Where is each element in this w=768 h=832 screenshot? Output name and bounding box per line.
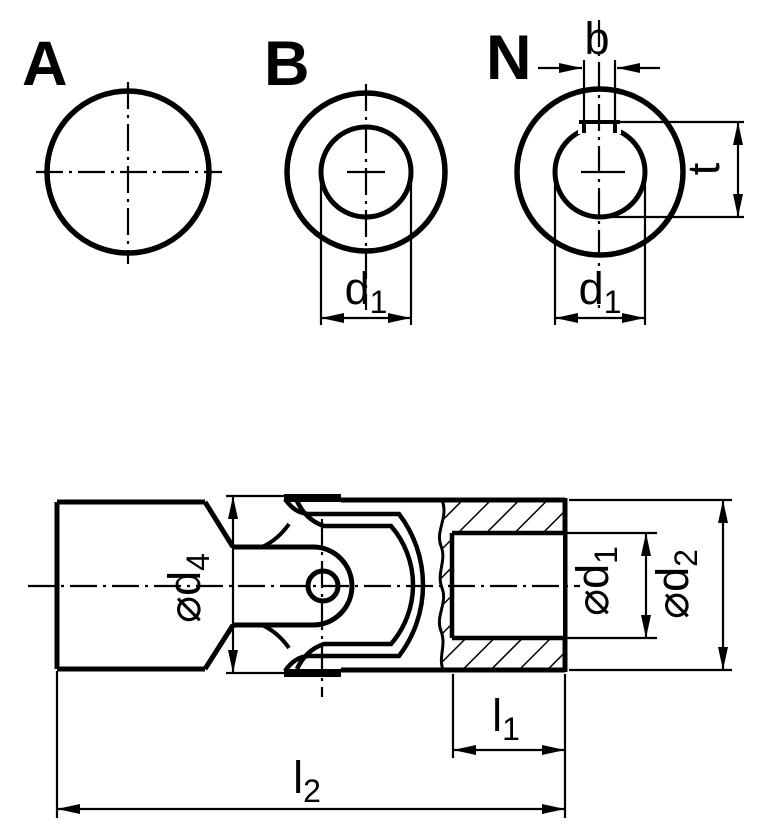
dimension-label-d1: d1	[579, 263, 622, 320]
dimension-l1: l1	[451, 674, 567, 818]
dimension-label-t: t	[678, 162, 729, 175]
dimension-label-d4: ⌀d4	[159, 553, 216, 623]
hub-outline-circle	[284, 90, 448, 254]
dimension-label-d1: ⌀d1	[567, 546, 624, 616]
taper-top-line	[202, 500, 236, 549]
taper-bottom-line	[202, 623, 236, 671]
section-view-a: A	[22, 29, 222, 264]
fork-fillet-bottom	[261, 623, 291, 650]
section-view-b: B d1	[264, 29, 448, 325]
view-n-label: N	[486, 23, 532, 93]
dimension-label-d2: ⌀d2	[647, 549, 704, 619]
section-view-n: N b t d1	[486, 13, 744, 325]
tongue-end-arc	[312, 544, 355, 628]
dimension-l2: l2	[55, 671, 565, 818]
view-a-label: A	[22, 29, 68, 99]
section-hatch-region	[439, 500, 565, 671]
dimension-d1: ⌀d1	[567, 531, 657, 640]
dimension-label-l2: l2	[293, 752, 321, 809]
side-view: ⌀d4 ⌀d1 ⌀d2 l1 l2	[28, 494, 732, 818]
dimension-d4: ⌀d4	[159, 494, 287, 675]
dimension-d2: ⌀d2	[569, 498, 732, 672]
dimension-label-d1: d1	[345, 263, 388, 320]
dimension-label-l1: l1	[492, 690, 520, 747]
view-b-label: B	[264, 29, 310, 99]
dimension-label-b: b	[584, 13, 609, 64]
fork-fillet-top	[261, 522, 291, 549]
shaft-outline-circle	[44, 88, 212, 256]
break-wavy-line	[437, 499, 446, 673]
